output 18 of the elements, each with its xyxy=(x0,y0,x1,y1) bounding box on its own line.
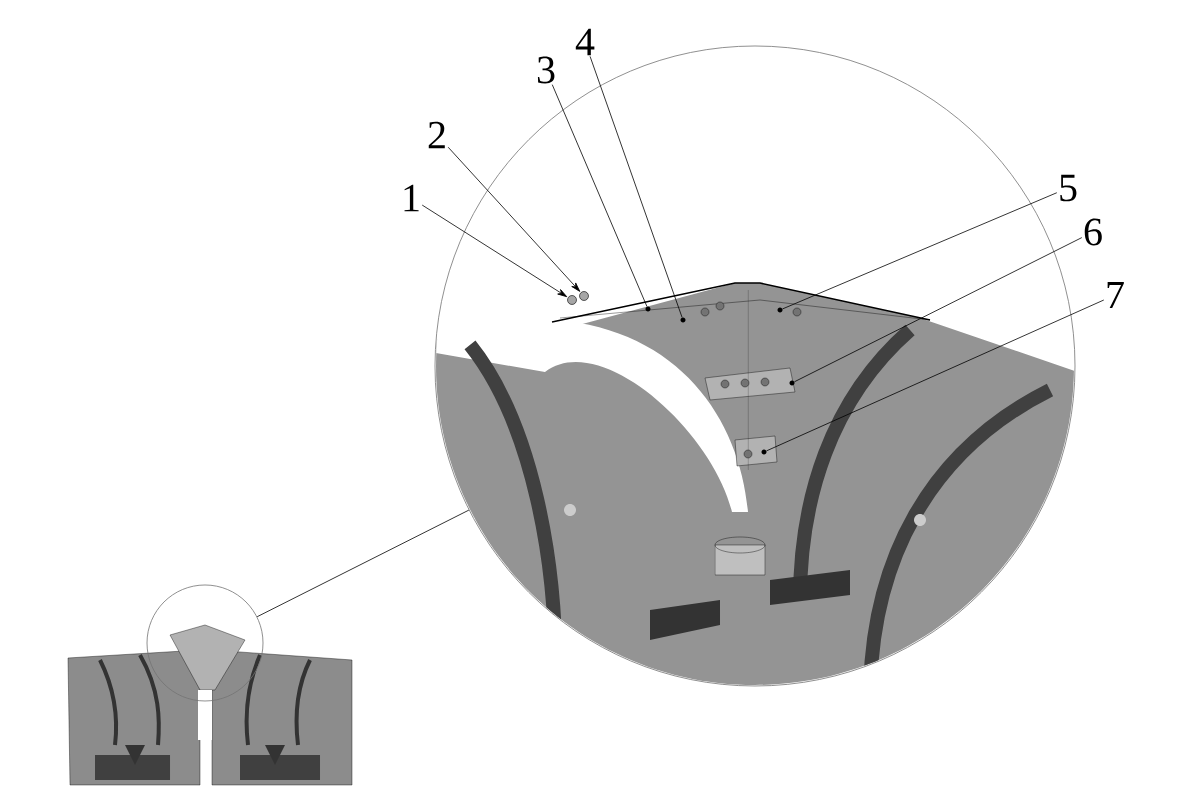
connector-line xyxy=(589,55,683,318)
callout-number: 4 xyxy=(575,28,595,56)
callout-number: 6 xyxy=(1084,218,1102,246)
connector-line xyxy=(794,237,1083,383)
callout-number: 2 xyxy=(428,121,445,149)
callout-number: 1 xyxy=(404,184,419,212)
callout-number: 5 xyxy=(1060,174,1077,202)
connector-line xyxy=(782,192,1058,310)
connector-line xyxy=(766,299,1105,452)
callout-number: 7 xyxy=(1107,281,1124,309)
magnifier-circle xyxy=(146,584,264,702)
bolt-head xyxy=(567,295,577,305)
bolt-head xyxy=(579,291,589,301)
connector-line xyxy=(551,84,648,307)
connector-line xyxy=(421,204,568,298)
connector-line xyxy=(256,509,470,618)
callout-number: 3 xyxy=(537,56,555,84)
connector-line xyxy=(447,146,581,292)
